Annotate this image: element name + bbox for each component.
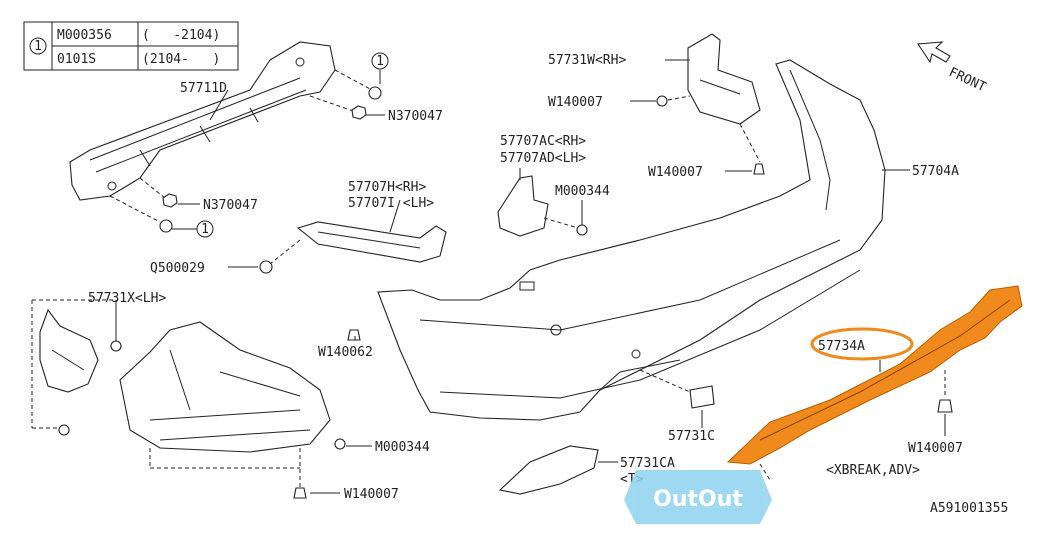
label-bracket-center-lh: 57707AD<LH>: [500, 151, 586, 166]
label-bolt-q: Q500029: [150, 261, 205, 276]
clip-icon: [58, 424, 70, 436]
clip-icon: [656, 95, 668, 107]
highlight-ring: [810, 327, 914, 361]
label-skid-plate: 57734A: [818, 339, 865, 354]
label-reinforcement: 57711D: [180, 81, 227, 96]
label-mudguard-rh: 57731W<RH>: [548, 53, 626, 68]
bolt-icon: [368, 86, 382, 100]
label-mudguard-lh: 57731X<LH>: [88, 291, 166, 306]
screw-icon: [576, 224, 588, 236]
label-cover-lower: 57731CA: [620, 456, 675, 471]
table-code-1: M000356: [57, 28, 112, 43]
circle-marker-top: [371, 52, 389, 70]
clip-center-group: W140062: [318, 329, 373, 360]
skid-plate-highlight: [726, 285, 1023, 465]
skid-plate: 57734A W140007 <XBREAK,ADV>: [726, 285, 1023, 481]
clip-icon: [293, 487, 307, 499]
screw-icon: [334, 438, 346, 450]
label-circle-marker-top: 1: [376, 54, 384, 69]
label-clip-rh-upper: W140007: [548, 95, 603, 110]
clip-icon: [753, 163, 765, 175]
label-clip-lower: W140007: [344, 487, 399, 502]
label-bracket-side-lh: 57707I <LH>: [348, 196, 434, 211]
label-clip-rh-lower: W140007: [648, 165, 703, 180]
label-nut-upper: N370047: [388, 109, 443, 124]
circle-marker-bottom: [196, 220, 214, 238]
under-cover: M000344 W140007: [119, 321, 430, 502]
table-range-2: (2104- ): [142, 52, 220, 67]
mudguard-rh: 57731W<RH> W140007 W140007: [548, 33, 765, 180]
front-indicator: FRONT: [917, 41, 988, 95]
center-bracket: 57707AC<RH> 57707AD<LH> M000344: [497, 134, 610, 237]
table-code-2: 0101S: [57, 52, 96, 67]
clip-icon: [110, 340, 122, 352]
clip-icon: [347, 329, 361, 341]
cover-small: 57731C: [639, 369, 715, 444]
table-marker-circle: [29, 37, 47, 55]
label-skid-note: <XBREAK,ADV>: [826, 463, 920, 478]
bolt-icon: [259, 260, 273, 274]
label-nut-lower: N370047: [203, 198, 258, 213]
label-screw-lower: M000344: [375, 440, 430, 455]
applicability-table: 1 M000356 ( -2104) 0101S (2104- ): [23, 21, 239, 71]
front-label: FRONT: [946, 65, 988, 95]
clip-icon: [937, 399, 953, 413]
table-range-1: ( -2104): [142, 28, 220, 43]
label-screw-center: M000344: [555, 184, 610, 199]
label-cover-small: 57731C: [668, 429, 715, 444]
label-clip-center: W140062: [318, 345, 373, 360]
nut-icon: [162, 193, 178, 208]
label-bumper-face: 57704A: [912, 164, 959, 179]
watermark: OutOut: [624, 470, 772, 524]
front-arrow-icon: [917, 41, 951, 64]
reinforcement-beam: 57711D: [69, 41, 336, 201]
label-clip-skid: W140007: [908, 441, 963, 456]
watermark-text: OutOut: [653, 487, 743, 512]
label-bracket-side-rh: 57707H<RH>: [348, 180, 426, 195]
mudguard-lh: 57731X<LH>: [31, 291, 166, 436]
beam-fasteners: 1 N370047 N370047 1: [109, 52, 443, 238]
bumper-face: 57704A: [377, 59, 959, 421]
side-bracket: 57707H<RH> 57707I <LH> Q500029: [150, 180, 447, 276]
bolt-icon: [159, 219, 173, 233]
figure-id: A591001355: [930, 501, 1008, 516]
nut-icon: [351, 105, 367, 120]
table-marker: 1: [34, 39, 42, 54]
label-circle-marker-bottom: 1: [201, 222, 209, 237]
label-bracket-center-rh: 57707AC<RH>: [500, 134, 586, 149]
